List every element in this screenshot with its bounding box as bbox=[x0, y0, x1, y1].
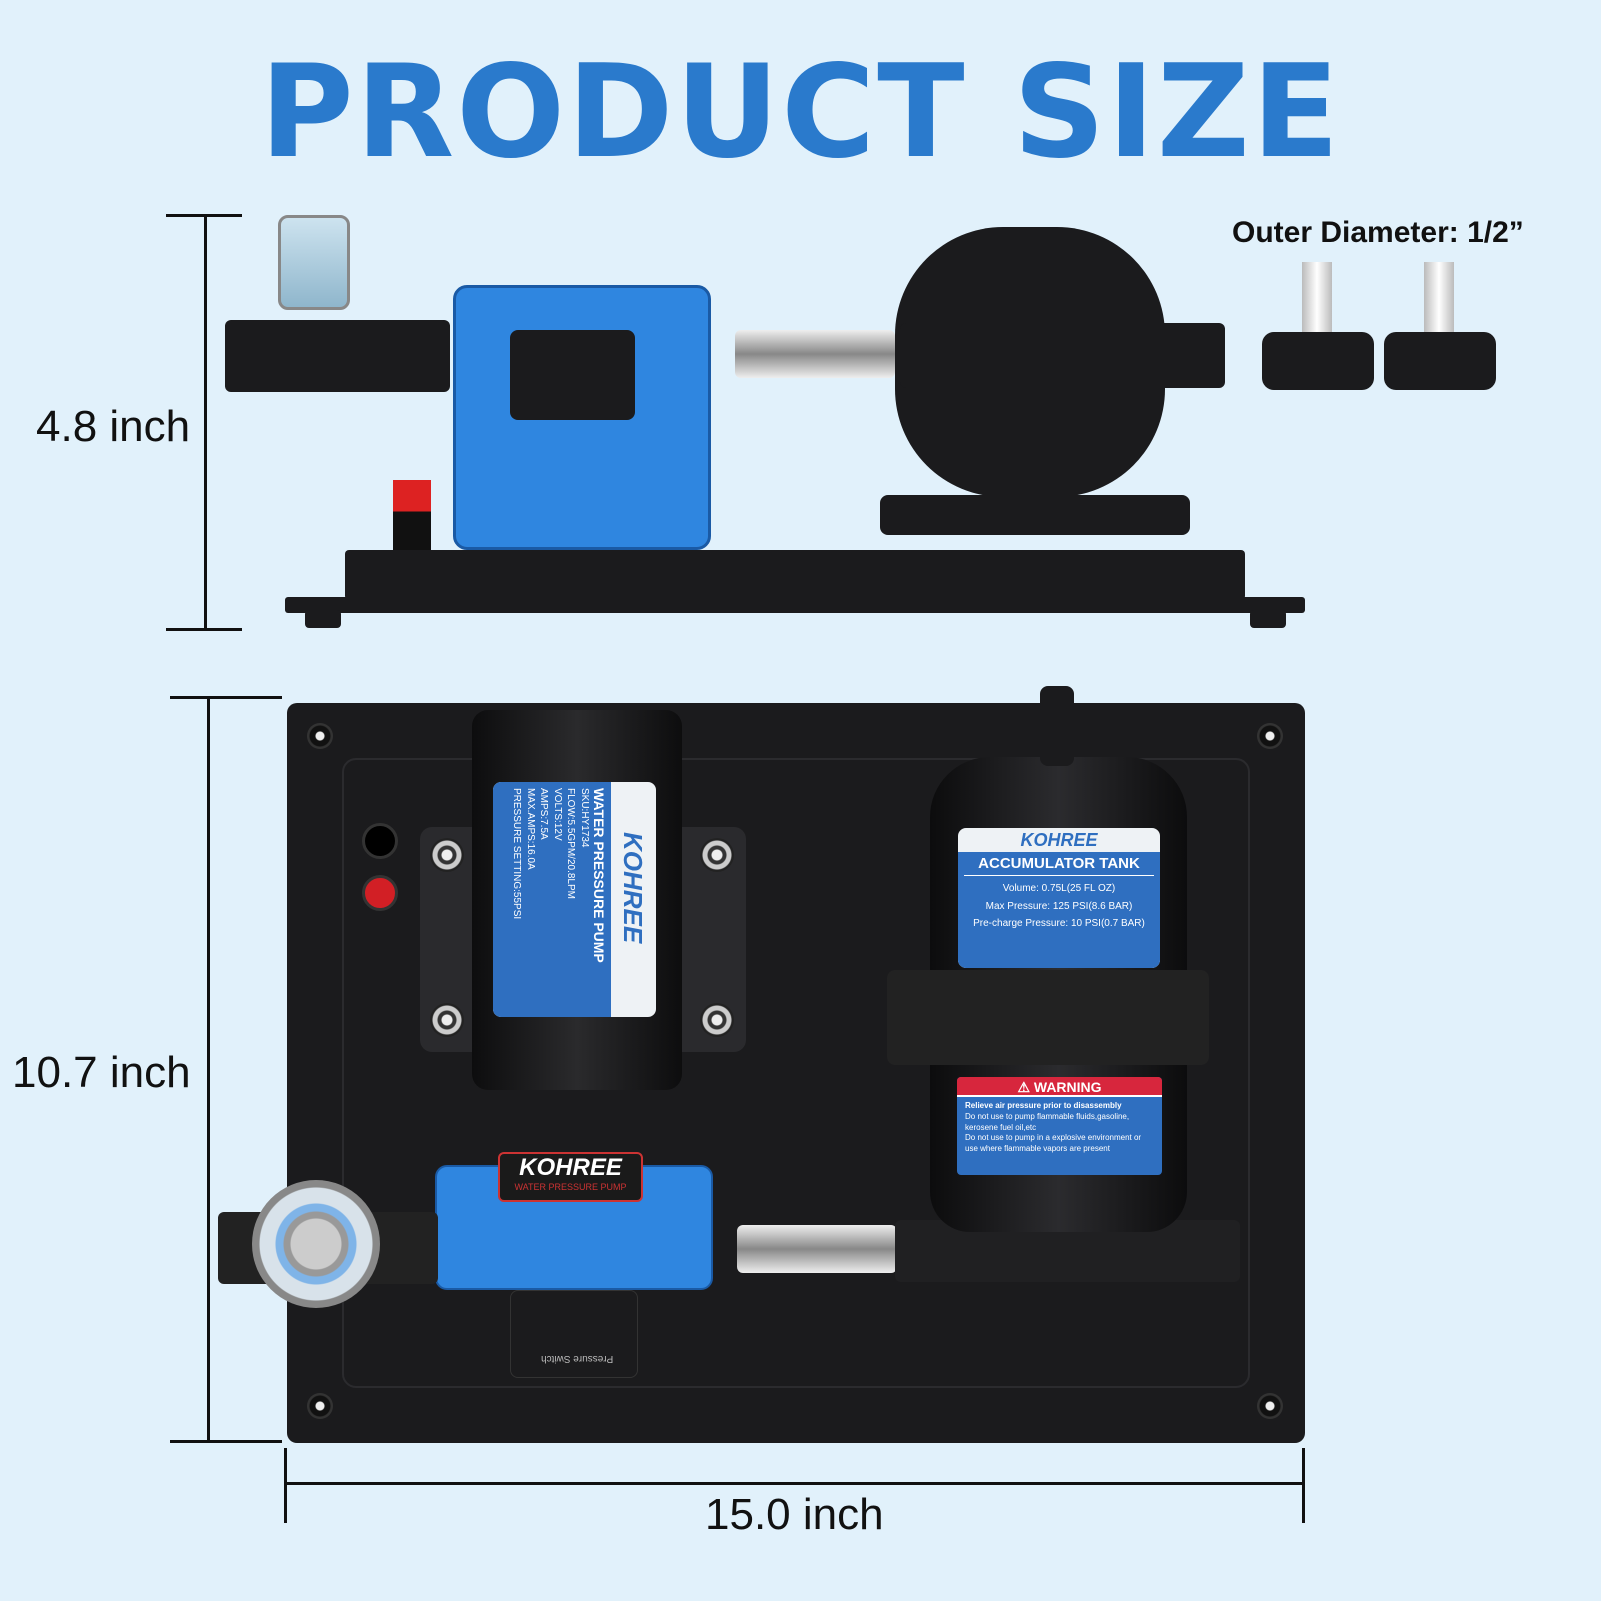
pump-spec: PRESSURE SETTING:55PSI bbox=[511, 788, 523, 920]
tank-mount bbox=[880, 495, 1190, 535]
screw bbox=[430, 838, 464, 872]
dimension-tick bbox=[166, 214, 242, 217]
height-dimension-top-line bbox=[204, 215, 207, 630]
top-view-product-image bbox=[220, 215, 1320, 635]
page-title: PRODUCT SIZE bbox=[259, 38, 1342, 187]
dimension-tick bbox=[170, 1440, 282, 1443]
hose-fitting bbox=[737, 1225, 897, 1273]
screw bbox=[700, 1003, 734, 1037]
pump-spec: SKU:HY1734 bbox=[579, 788, 590, 848]
mounting-hole bbox=[1257, 723, 1283, 749]
dimension-tick bbox=[284, 1448, 287, 1523]
foot bbox=[1250, 610, 1286, 628]
tank-spec: Pre-charge Pressure: 10 PSI(0.7 BAR) bbox=[973, 918, 1145, 929]
outer-diameter-label: Outer Diameter: 1/2” bbox=[1232, 216, 1524, 249]
tank-label-name: ACCUMULATOR TANK bbox=[964, 855, 1154, 876]
pump-label-brand: KOHREE bbox=[618, 832, 648, 944]
pump-spec: MAX.AMPS:16.0A bbox=[525, 788, 536, 870]
warning-label: ⚠ WARNING Relieve air pressure prior to … bbox=[957, 1077, 1162, 1175]
pump-label: WATER PRESSURE PUMP SKU:HY1734 FLOW:5.5G… bbox=[493, 782, 656, 1017]
warning-title: ⚠ WARNING bbox=[957, 1077, 1162, 1097]
width-label: 15.0 inch bbox=[705, 1490, 884, 1539]
height-top-label: 4.8 inch bbox=[36, 402, 191, 451]
pump-spec: AMPS:7.5A bbox=[538, 788, 550, 840]
tank-spec: Max Pressure: 125 PSI(8.6 BAR) bbox=[985, 900, 1133, 912]
tank-label-brand: KOHREE bbox=[1020, 830, 1098, 850]
warning-line: Relieve air pressure prior to disassembl… bbox=[965, 1101, 1122, 1110]
inlet-pipe bbox=[225, 320, 450, 392]
mounting-hole bbox=[307, 723, 333, 749]
mounting-hole bbox=[307, 1393, 333, 1419]
dimension-tick bbox=[1302, 1448, 1305, 1523]
tank-spec: Volume: 0.75L(25 FL OZ) bbox=[1002, 883, 1116, 894]
warning-line: Do not use to pump flammable fluids,gaso… bbox=[965, 1111, 1130, 1132]
pump-badge-sub: WATER PRESSURE PUMP bbox=[514, 1182, 627, 1192]
strainer-cap bbox=[278, 215, 350, 310]
pump-clip bbox=[510, 330, 635, 420]
tank-label: KOHREE ACCUMULATOR TANK Volume: 0.75L(25… bbox=[958, 828, 1160, 968]
screw bbox=[700, 838, 734, 872]
pump-spec: VOLTS:12V bbox=[552, 788, 563, 841]
pump-badge: KOHREE WATER PRESSURE PUMP bbox=[498, 1152, 643, 1202]
pump-badge-brand: KOHREE bbox=[519, 1154, 622, 1181]
mounting-hole bbox=[1257, 1393, 1283, 1419]
base-plate bbox=[285, 597, 1305, 613]
dimension-tick bbox=[170, 696, 282, 699]
pressure-switch-label: Pressure Switch bbox=[541, 1353, 614, 1364]
red-terminal bbox=[362, 875, 398, 911]
pump-label-name: WATER PRESSURE PUMP bbox=[591, 788, 607, 963]
hose-fitting bbox=[735, 330, 895, 378]
height-front-label: 10.7 inch bbox=[12, 1048, 191, 1097]
hose-barb-fitting bbox=[1262, 262, 1374, 390]
screw bbox=[430, 1003, 464, 1037]
warning-line: Do not use to pump in a explosive enviro… bbox=[965, 1133, 1142, 1154]
tank-valve bbox=[1040, 686, 1074, 766]
hose-barb-fitting bbox=[1384, 262, 1496, 390]
height-dimension-front-line bbox=[207, 697, 210, 1442]
width-dimension-line bbox=[285, 1482, 1305, 1485]
outlet-pipe bbox=[900, 323, 1225, 388]
dimension-tick bbox=[166, 628, 242, 631]
pump-spec: FLOW:5.5GPM/20.8LPM bbox=[565, 788, 577, 899]
base-raised bbox=[345, 550, 1245, 600]
tank-bracket bbox=[887, 970, 1209, 1065]
strainer-cap bbox=[252, 1180, 380, 1308]
black-terminal bbox=[362, 823, 398, 859]
red-terminal bbox=[393, 480, 431, 550]
foot bbox=[305, 610, 341, 628]
pressure-switch: Pressure Switch bbox=[510, 1290, 638, 1378]
